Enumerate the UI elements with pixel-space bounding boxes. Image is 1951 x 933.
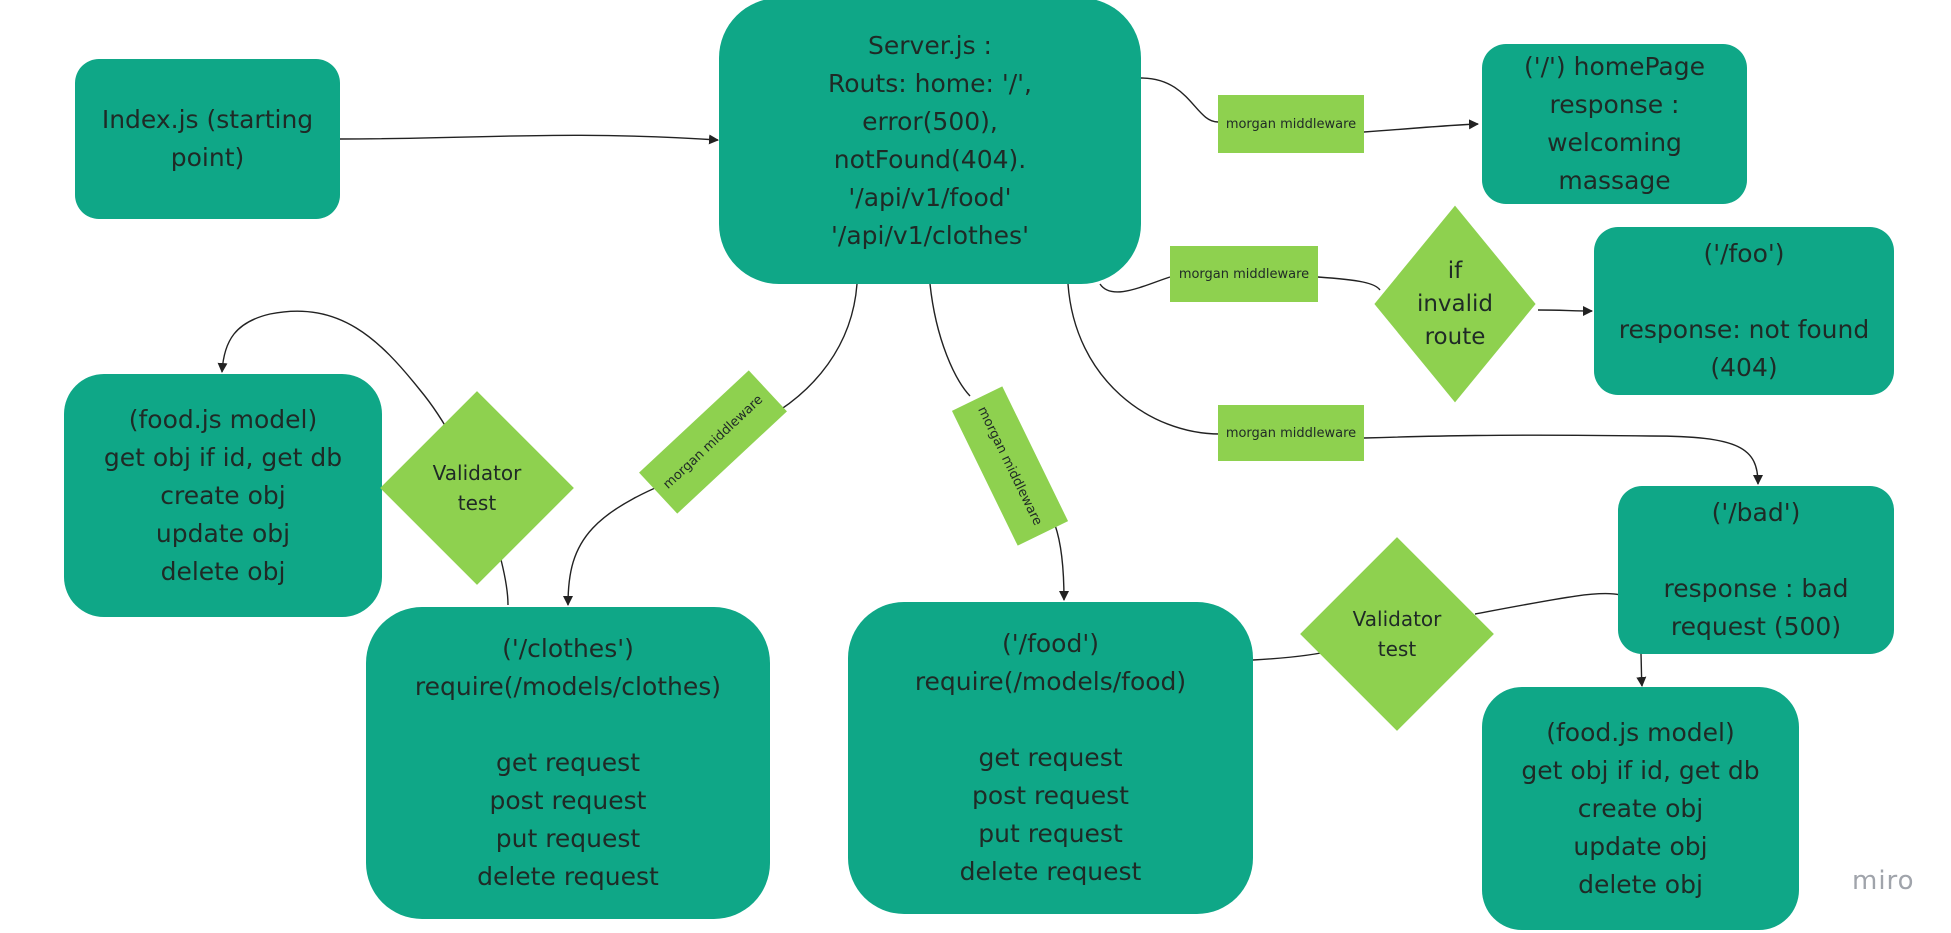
invalid-route-diamond[interactable]: if invalid route	[1374, 205, 1536, 403]
edge-server-foo	[1099, 276, 1592, 311]
edge-server-homepage	[1140, 77, 1478, 132]
index-node-text: Index.js (starting point)	[101, 105, 314, 172]
food-node-text: ('/food') require(/models/food) get requ…	[914, 629, 1187, 886]
validator-right-text: Validator test	[1352, 607, 1442, 661]
edge-server-food	[929, 283, 1064, 600]
edge-server-bad	[1067, 283, 1758, 484]
validator-left-text: Validator test	[432, 461, 522, 515]
server-node[interactable]: Server.js : Routs: home: '/', error(500)…	[719, 0, 1141, 284]
clothes-node-text: ('/clothes') require(/models/clothes) ge…	[414, 634, 722, 891]
index-node[interactable]: Index.js (starting point)	[75, 59, 340, 219]
food-model-left-node[interactable]: (food.js model) get obj if id, get db cr…	[64, 374, 382, 617]
bad-node[interactable]: ('/bad') response : bad request (500)	[1618, 486, 1894, 654]
miro-watermark: miro	[1852, 866, 1915, 896]
validator-right-diamond[interactable]: Validator test	[1300, 535, 1494, 733]
morgan-middleware-bad-label[interactable]: morgan middleware	[1218, 405, 1364, 461]
morgan-middleware-foo-label[interactable]: morgan middleware	[1170, 246, 1318, 302]
food-model-right-node[interactable]: (food.js model) get obj if id, get db cr…	[1482, 687, 1799, 930]
edge-index-server	[339, 134, 719, 145]
clothes-node[interactable]: ('/clothes') require(/models/clothes) ge…	[366, 607, 770, 919]
foo-node-text: ('/foo') response: not found (404)	[1618, 239, 1870, 382]
morgan-middleware-home-label[interactable]: morgan middleware	[1218, 95, 1364, 153]
homepage-node-text: ('/') homePage response : welcoming mass…	[1523, 52, 1706, 195]
food-model-left-text: (food.js model) get obj if id, get db cr…	[103, 404, 343, 586]
server-node-text: Server.js : Routs: home: '/', error(500)…	[828, 31, 1032, 250]
validator-left-diamond[interactable]: Validator test	[380, 389, 574, 587]
bad-node-text: ('/bad') response : bad request (500)	[1663, 498, 1849, 641]
invalid-route-text: if invalid route	[1416, 257, 1494, 350]
homepage-node[interactable]: ('/') homePage response : welcoming mass…	[1482, 44, 1747, 204]
food-model-right-text: (food.js model) get obj if id, get db cr…	[1521, 717, 1760, 899]
foo-node[interactable]: ('/foo') response: not found (404)	[1594, 227, 1894, 395]
food-node[interactable]: ('/food') require(/models/food) get requ…	[848, 602, 1253, 914]
